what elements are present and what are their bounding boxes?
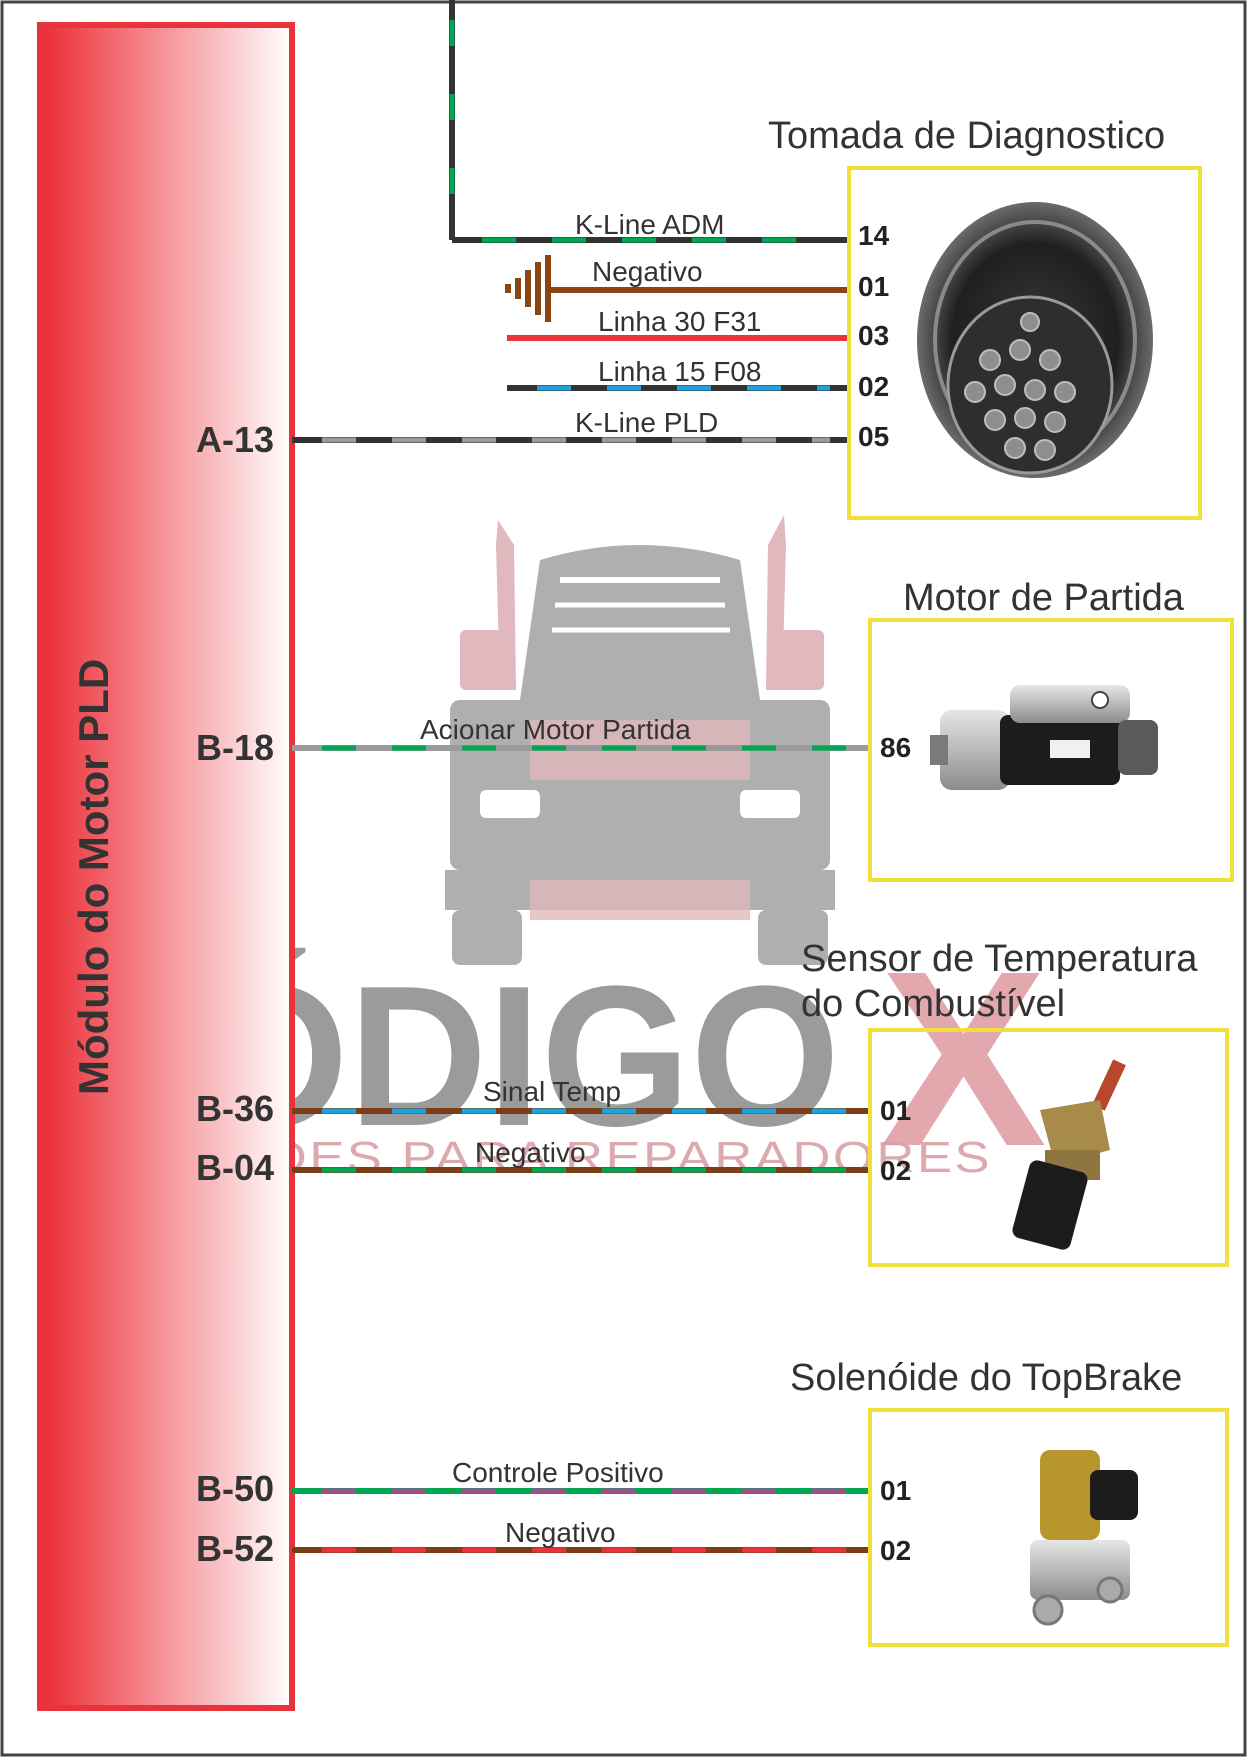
component-title-starter: Motor de Partida <box>903 577 1185 619</box>
component-title-temp-line1: Sensor de Temperatura <box>801 938 1198 980</box>
engine-module: Módulo do Motor PLD <box>37 22 295 1711</box>
comp-pin-02-brake: 02 <box>880 1535 911 1566</box>
wire-label-kline-adm: K-Line ADM <box>575 209 724 240</box>
wire-label-sinal-temp: Sinal Temp <box>483 1076 621 1107</box>
wire-label-negativo-diag: Negativo <box>592 256 703 287</box>
temperature-sensor-photo-icon <box>1012 1059 1126 1250</box>
comp-pin-01-diag: 01 <box>858 271 889 302</box>
truck-watermark <box>445 515 835 965</box>
wire-label-linha30: Linha 30 F31 <box>598 306 761 337</box>
connector-photo-icon <box>917 202 1153 478</box>
wire-label-negativo-brake: Negativo <box>505 1517 616 1548</box>
module-title: Módulo do Motor PLD <box>70 659 117 1095</box>
component-box-starter <box>868 618 1234 882</box>
component-starter: Motor de Partida <box>868 577 1234 882</box>
solenoid-valve-photo-icon <box>1030 1450 1138 1626</box>
component-box-temp <box>868 1028 1229 1267</box>
engine-module-body <box>37 22 295 1711</box>
component-title-temp-line2: do Combustível <box>801 983 1065 1025</box>
comp-pin-05: 05 <box>858 421 889 452</box>
watermark-brand-x: X <box>880 919 1047 1198</box>
comp-pin-02-diag: 02 <box>858 371 889 402</box>
component-pin-numbers: 14 01 03 02 05 86 01 02 01 02 <box>858 220 911 1566</box>
ecu-pin-b50: B-50 <box>196 1468 274 1509</box>
ecu-pin-b04: B-04 <box>196 1147 274 1188</box>
wire-label-negativo-temp: Negativo <box>475 1137 586 1168</box>
starter-motor-photo-icon <box>930 685 1158 790</box>
wire-label-kline-pld: K-Line PLD <box>575 407 718 438</box>
wire-label-controle-pos: Controle Positivo <box>452 1457 664 1488</box>
ecu-pin-a13: A-13 <box>196 419 274 460</box>
comp-pin-01-brake: 01 <box>880 1475 911 1506</box>
ground-symbol <box>505 255 551 322</box>
comp-pin-03: 03 <box>858 320 889 351</box>
component-box-brake <box>868 1408 1229 1647</box>
comp-pin-14: 14 <box>858 220 890 251</box>
ecu-pin-b52: B-52 <box>196 1528 274 1569</box>
wire-label-linha15: Linha 15 F08 <box>598 356 761 387</box>
wires <box>292 237 872 1553</box>
component-temp: Sensor de Temperatura do Combustível <box>801 938 1229 1267</box>
comp-pin-02-temp: 02 <box>880 1155 911 1186</box>
wire-label-acionar: Acionar Motor Partida <box>420 714 691 745</box>
ecu-pin-labels: A-13 B-18 B-36 B-04 B-50 B-52 <box>196 419 274 1569</box>
wire-labels: K-Line ADM Negativo Linha 30 F31 Linha 1… <box>420 209 761 1548</box>
component-title-diag: Tomada de Diagnostico <box>768 115 1165 157</box>
comp-pin-01-temp: 01 <box>880 1095 911 1126</box>
component-diag: Tomada de Diagnostico <box>768 115 1202 520</box>
ecu-pin-b36: B-36 <box>196 1088 274 1129</box>
ecu-pin-b18: B-18 <box>196 727 274 768</box>
component-brake: Solenóide do TopBrake <box>790 1357 1229 1647</box>
component-box-diag <box>847 166 1202 520</box>
component-title-brake: Solenóide do TopBrake <box>790 1357 1182 1399</box>
comp-pin-86: 86 <box>880 732 911 763</box>
